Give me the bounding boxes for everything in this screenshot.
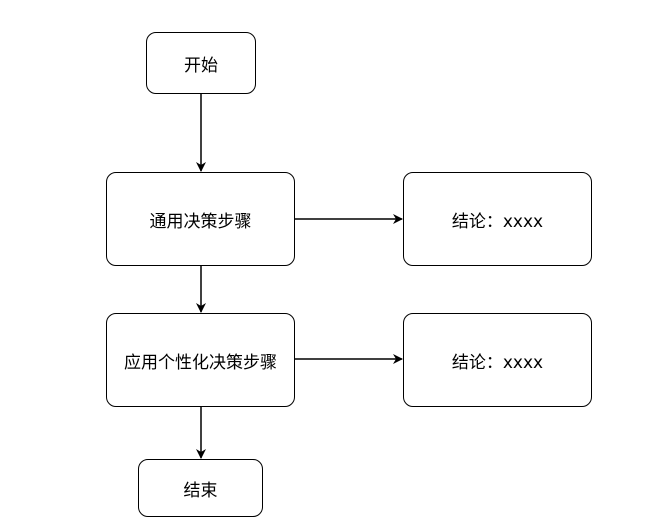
node-personalized-steps: 应用个性化决策步骤 — [106, 313, 295, 407]
node-end: 结束 — [138, 459, 263, 517]
node-conclusion-1: 结论：xxxx — [403, 172, 592, 266]
node-conclusion-2: 结论：xxxx — [403, 313, 592, 407]
node-start: 开始 — [146, 32, 256, 94]
node-general-steps: 通用决策步骤 — [106, 172, 295, 266]
